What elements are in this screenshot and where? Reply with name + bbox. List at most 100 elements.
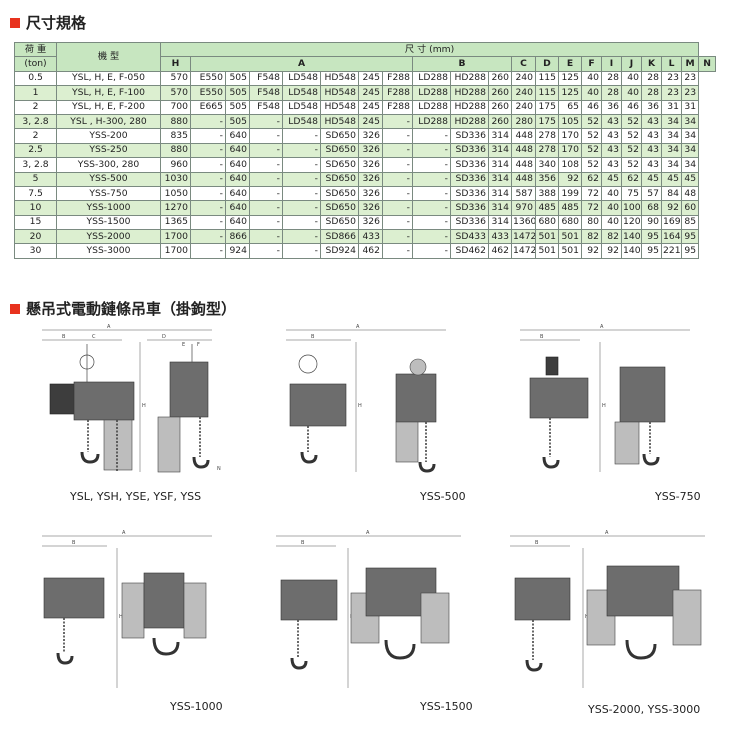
spec-cell: 866 [225,229,250,245]
spec-cell: 680 [535,214,559,231]
col-header-l: L [661,56,682,72]
col-header-a: A [190,56,413,72]
spec-cell: - [282,128,321,144]
spec-cell: - [282,142,321,159]
spec-cell: - [249,200,283,216]
load-unit-header: (ton) [14,56,57,72]
spec-cell: HD548 [320,113,359,130]
spec-cell: 75 [621,185,642,202]
spec-cell: 43 [641,113,662,130]
spec-cell: 95 [680,243,700,259]
spec-cell: 105 [558,113,582,130]
spec-cell: - [382,171,413,187]
col-header-d: D [535,56,559,72]
spec-cell: SD336 [450,214,489,231]
spec-cell: SD462 [450,243,489,259]
spec-cell: - [382,142,413,159]
spec-cell: SD336 [450,200,489,216]
spec-cell: - [412,171,451,187]
spec-cell: 115 [535,70,559,87]
spec-cell: 485 [535,200,559,216]
spec-cell: SD336 [450,171,489,187]
svg-text:E: E [182,342,185,348]
spec-cell: SD650 [320,171,359,187]
spec-cell: 1365 [160,214,191,231]
spec-cell: 43 [641,157,662,173]
spec-cell: 340 [535,157,559,173]
spec-cell: 52 [621,128,642,144]
spec-cell: 326 [358,128,383,144]
spec-cell: 0.5 [14,70,57,87]
spec-cell: 326 [358,142,383,159]
spec-cell: 260 [488,113,512,130]
spec-cell: 448 [511,157,536,173]
svg-text:H: H [602,403,606,409]
spec-cell: LD548 [282,70,321,87]
spec-cell: - [249,113,283,130]
spec-cell: 52 [621,157,642,173]
spec-cell: SD336 [450,142,489,159]
svg-text:B: B [62,334,66,340]
spec-cell: 314 [488,171,512,187]
spec-cell: 700 [160,99,191,115]
hoist-diagram-yss2000: A B H [510,530,705,688]
spec-cell: 245 [358,85,383,101]
spec-cell: SD336 [450,185,489,202]
spec-cell: - [382,185,413,202]
spec-cell: LD288 [412,70,451,87]
spec-cell: - [249,142,283,159]
spec-cell: LD288 [412,113,451,130]
spec-cell: E550 [190,85,226,101]
svg-text:A: A [600,324,604,330]
spec-cell: YSS-300, 280 [56,157,161,173]
svg-text:B: B [540,334,544,340]
spec-cell: - [282,243,321,259]
svg-text:H: H [358,403,362,409]
spec-cell: 924 [225,243,250,259]
spec-cell: HD288 [450,70,489,87]
spec-cell: 52 [581,128,602,144]
spec-cell: 2 [14,99,57,115]
spec-cell: 45 [680,171,700,187]
diagram-caption-yss1000: YSS-1000 [170,700,223,713]
spec-cell: 28 [601,70,622,87]
svg-text:H: H [119,614,123,620]
spec-cell: 30 [14,243,57,259]
spec-cell: 115 [535,85,559,101]
spec-cell: 640 [225,185,250,202]
spec-cell: 7.5 [14,185,57,202]
spec-section-title: 尺寸規格 [10,12,86,33]
spec-cell: 326 [358,171,383,187]
spec-cell: - [249,185,283,202]
spec-cell: HD548 [320,99,359,115]
col-header-b: B [412,56,512,72]
spec-cell: - [249,243,283,259]
spec-cell: 501 [558,243,582,259]
svg-text:C: C [92,334,96,340]
spec-cell: SD433 [450,229,489,245]
spec-cell: 34 [661,128,682,144]
spec-cell: 5 [14,171,57,187]
spec-cell: - [282,229,321,245]
spec-cell: - [249,128,283,144]
spec-cell: 40 [621,70,642,87]
spec-cell: 505 [225,99,250,115]
spec-cell: HD548 [320,70,359,87]
spec-cell: F288 [382,70,413,87]
spec-cell: F548 [249,70,283,87]
svg-text:H: H [142,403,146,409]
spec-cell: 82 [581,229,602,245]
spec-cell: 43 [601,128,622,144]
spec-cell: F288 [382,99,413,115]
spec-cell: E665 [190,99,226,115]
spec-cell: 2.5 [14,142,57,159]
spec-cell: 84 [661,185,682,202]
spec-cell: 245 [358,70,383,87]
spec-cell: - [190,185,226,202]
spec-cell: 92 [581,243,602,259]
spec-cell: 40 [621,85,642,101]
